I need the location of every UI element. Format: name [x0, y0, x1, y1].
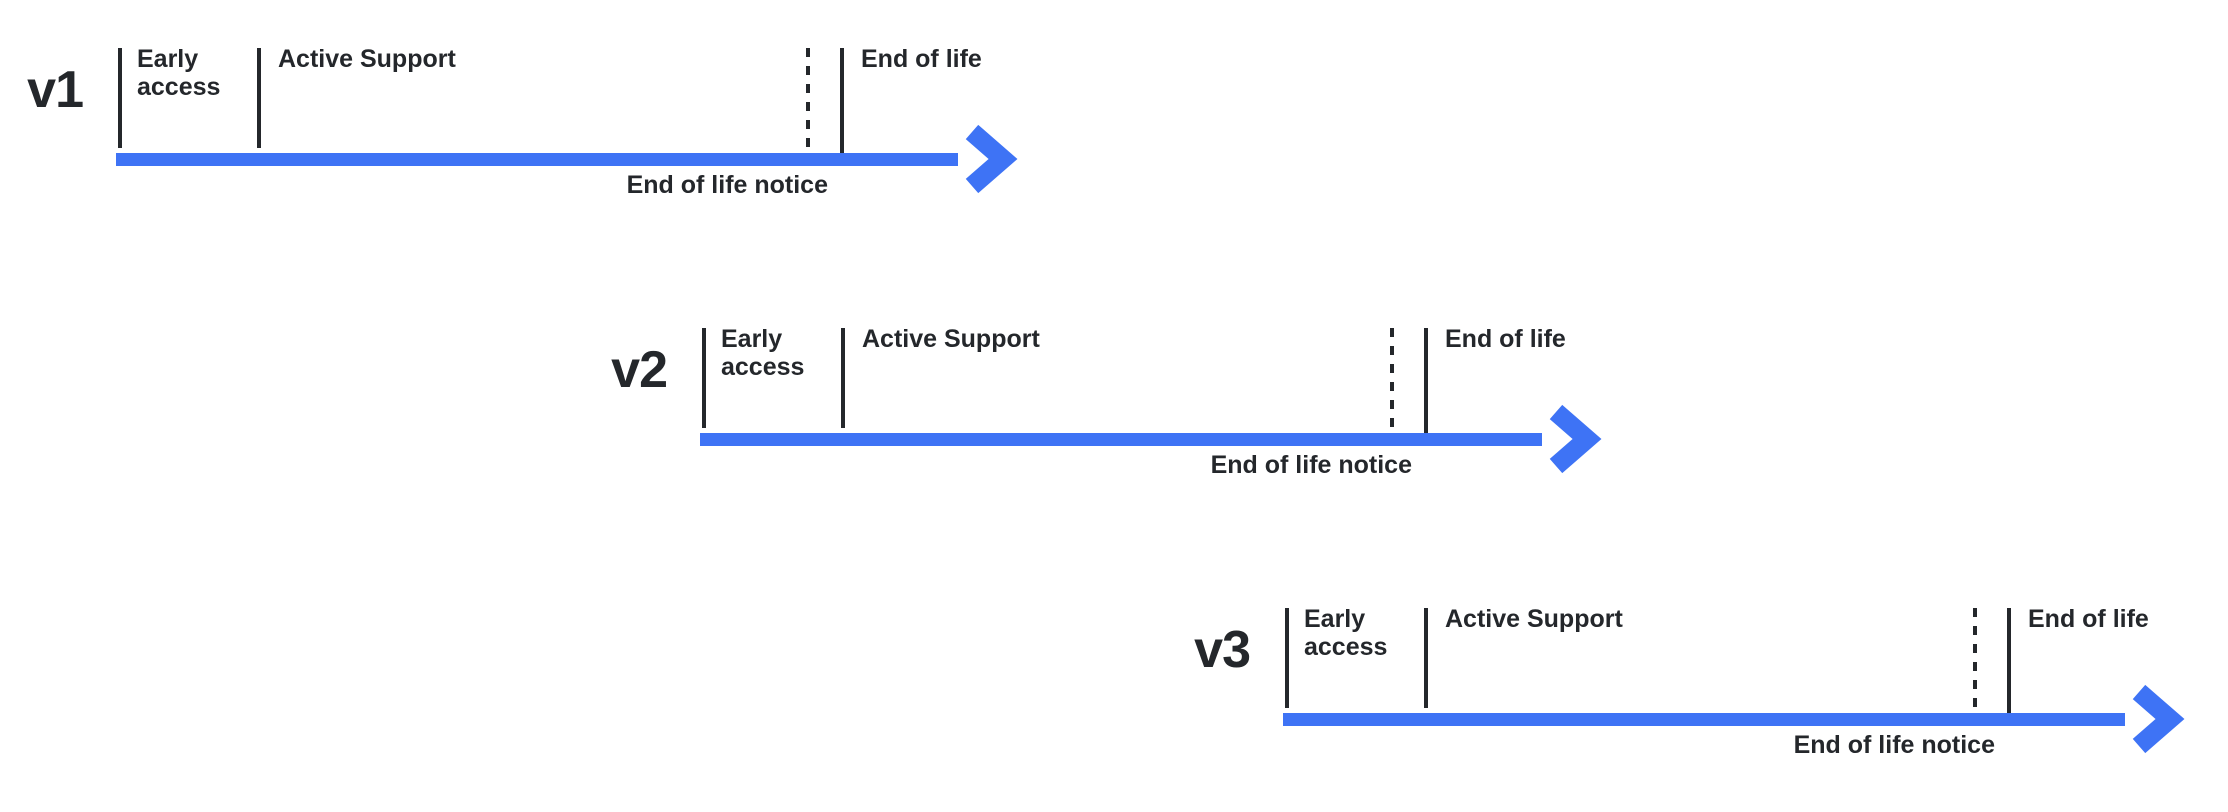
end-of-life-tick [1424, 328, 1428, 433]
eol-notice-dashed-tick [1390, 328, 1394, 427]
version-label: v3 [1194, 621, 1251, 679]
early-access-label: Early access [721, 325, 805, 381]
arrow-head-icon [1549, 404, 1602, 474]
active-support-label: Active Support [862, 325, 1040, 353]
timeline-arrow-shaft [700, 433, 1542, 446]
arrow-head-icon [965, 124, 1018, 194]
version-label: v2 [611, 341, 668, 399]
end-of-life-label: End of life [861, 45, 982, 73]
early-access-label: Early access [137, 45, 221, 101]
end-of-life-notice-label: End of life notice [626, 171, 828, 199]
active-support-start-tick [841, 328, 845, 428]
active-support-label: Active Support [1445, 605, 1623, 633]
end-of-life-label: End of life [1445, 325, 1566, 353]
active-support-start-tick [1424, 608, 1428, 708]
version-label: v1 [27, 61, 84, 119]
arrow-head-icon [2132, 684, 2185, 754]
early-access-label: Early access [1304, 605, 1388, 661]
early-access-start-tick [118, 48, 122, 148]
end-of-life-tick [840, 48, 844, 153]
timeline-arrow-shaft [116, 153, 958, 166]
eol-notice-dashed-tick [806, 48, 810, 147]
active-support-start-tick [257, 48, 261, 148]
early-access-start-tick [702, 328, 706, 428]
end-of-life-notice-label: End of life notice [1793, 731, 1995, 759]
end-of-life-notice-label: End of life notice [1210, 451, 1412, 479]
early-access-start-tick [1285, 608, 1289, 708]
eol-notice-dashed-tick [1973, 608, 1977, 707]
end-of-life-tick [2007, 608, 2011, 713]
timeline-arrow-shaft [1283, 713, 2125, 726]
active-support-label: Active Support [278, 45, 456, 73]
end-of-life-label: End of life [2028, 605, 2149, 633]
